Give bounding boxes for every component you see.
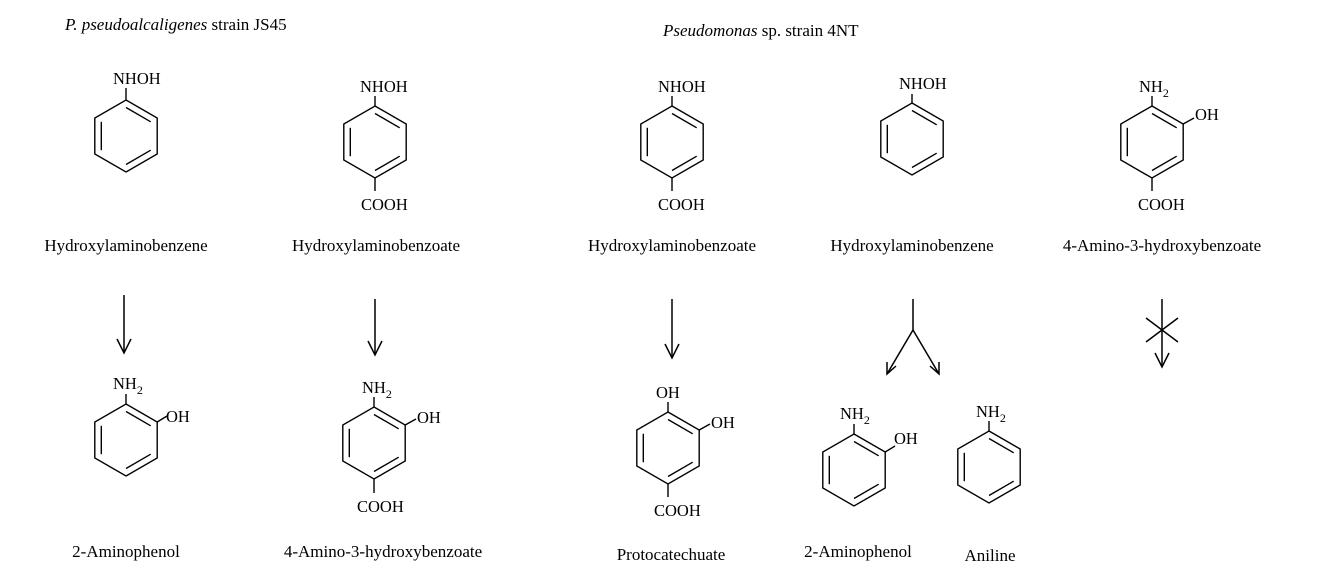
product-label-4: 2-Aminophenol (804, 542, 912, 561)
group-oh: OH (166, 407, 190, 426)
structure-hydroxylaminobenzene-js45: NHOH (94, 69, 161, 173)
substrate-label-2: Hydroxylaminobenzoate (292, 236, 460, 255)
group-oh: OH (417, 408, 441, 427)
arrow-2 (367, 299, 383, 357)
group-nh2: NH2 (840, 404, 870, 427)
header-right-strain: sp. strain 4NT (757, 21, 859, 40)
structure-hydroxylaminobenzoate-4nt: NHOH COOH (640, 77, 706, 214)
group-cooh: COOH (361, 195, 408, 214)
structure-hydroxylaminobenzene-4nt: NHOH (880, 74, 947, 176)
product-label-3: Protocatechuate (617, 545, 726, 564)
structure-4-amino-3-hydroxybenzoate-4nt: NH2 OH COOH (1120, 77, 1219, 214)
header-left-species: P. pseudoalcaligenes (64, 15, 208, 34)
product-label-2: 4-Amino-3-hydroxybenzoate (284, 542, 482, 561)
arrow-split (886, 299, 940, 376)
group-oh: OH (656, 383, 680, 402)
header-left-strain: strain JS45 (207, 15, 286, 34)
group-oh: OH (894, 429, 918, 448)
group-nh2: NH2 (362, 378, 392, 401)
structure-2-aminophenol-js45: NH2 OH (94, 374, 190, 477)
substrate-label-3: Hydroxylaminobenzoate (588, 236, 756, 255)
structure-protocatechuate-4nt: OH OH COOH (636, 383, 735, 520)
header-left: P. pseudoalcaligenes strain JS45 (64, 15, 287, 34)
group-cooh: COOH (658, 195, 705, 214)
group-cooh: COOH (654, 501, 701, 520)
header-right-species: Pseudomonas (662, 21, 758, 40)
group-cooh: COOH (1138, 195, 1185, 214)
substrate-label-5: 4-Amino-3-hydroxybenzoate (1063, 236, 1261, 255)
structure-4-amino-3-hydroxybenzoate-js45: NH2 OH COOH (342, 378, 441, 516)
product-label-5: Aniline (965, 546, 1016, 565)
group-nhoh: NHOH (899, 74, 947, 93)
group-nhoh: NHOH (113, 69, 161, 88)
arrow-3 (664, 299, 680, 360)
arrow-1 (116, 295, 132, 355)
structure-hydroxylaminobenzoate-js45: NHOH COOH (343, 77, 408, 214)
group-nh2: NH2 (976, 402, 1006, 425)
group-nh2: NH2 (113, 374, 143, 397)
group-nhoh: NHOH (360, 77, 408, 96)
arrow-blocked (1145, 299, 1179, 369)
group-nhoh: NHOH (658, 77, 706, 96)
substrate-label-4: Hydroxylaminobenzene (830, 236, 993, 255)
structure-aniline-4nt: NH2 (957, 402, 1021, 504)
structure-2-aminophenol-4nt: NH2 OH (822, 404, 918, 507)
group-cooh: COOH (357, 497, 404, 516)
group-nh2: NH2 (1139, 77, 1169, 100)
substrate-label-1: Hydroxylaminobenzene (44, 236, 207, 255)
group-oh: OH (1195, 105, 1219, 124)
group-oh: OH (711, 413, 735, 432)
product-label-1: 2-Aminophenol (72, 542, 180, 561)
header-right: Pseudomonas sp. strain 4NT (662, 21, 859, 40)
